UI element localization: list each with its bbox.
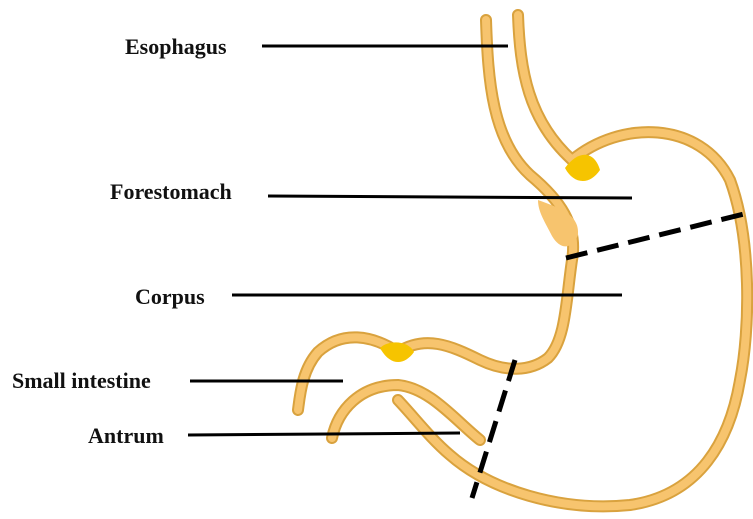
label-forestomach: Forestomach — [110, 181, 232, 203]
label-corpus: Corpus — [135, 286, 205, 308]
forestomach-leader — [268, 196, 632, 198]
forestomach-corpus-boundary — [566, 212, 752, 258]
label-esophagus: Esophagus — [125, 36, 227, 58]
stomach-inner-wall-fill — [298, 20, 573, 410]
label-antrum: Antrum — [88, 425, 164, 447]
antrum-leader — [188, 433, 460, 435]
label-small-intestine: Small intestine — [12, 370, 151, 392]
stomach-inner-wall — [298, 20, 573, 410]
